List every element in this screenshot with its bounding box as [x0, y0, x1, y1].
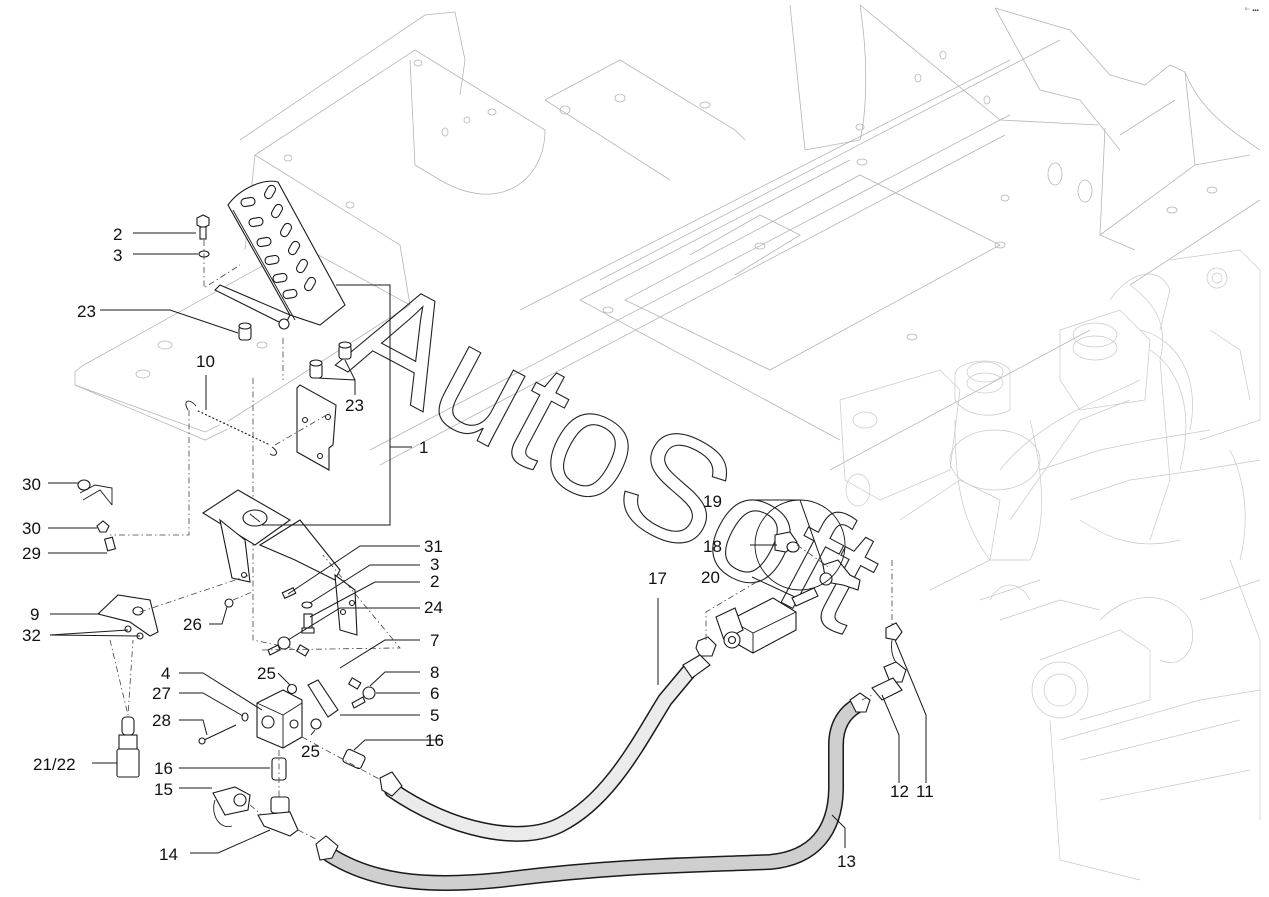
washer-lower: [301, 601, 313, 609]
nipple-20: [791, 587, 819, 607]
callout-27: 27: [152, 684, 171, 703]
callout-2: 2: [113, 225, 122, 244]
callout-24: 24: [424, 598, 443, 617]
callout-23: 23: [345, 396, 364, 415]
bolt-upper: [196, 214, 210, 229]
callout-28: 28: [152, 711, 171, 730]
pipe-fitting: [885, 622, 903, 641]
callout-30: 30: [22, 475, 41, 494]
callout-3: 3: [430, 555, 439, 574]
tee-fitting: [257, 796, 299, 837]
callout-2: 2: [430, 572, 439, 591]
nut-top: [77, 479, 91, 491]
accelerator-pedal: [77, 180, 401, 841]
callout-26: 26: [183, 615, 202, 634]
nut-block-side: [310, 718, 322, 730]
leader-lines: [48, 232, 927, 854]
ball-joint-lower: [362, 686, 376, 700]
valve-block: [256, 689, 303, 749]
mounting-plate: [296, 384, 337, 471]
rod-nut: [347, 677, 362, 690]
callout-31: 31: [424, 537, 443, 556]
callout-21-22: 21/22: [33, 755, 76, 774]
chassis-frame: [74, 4, 1261, 471]
callout-18: 18: [703, 537, 722, 556]
callout-8: 8: [430, 663, 439, 682]
callout-11: 11: [916, 782, 934, 801]
callout-30: 30: [22, 519, 41, 538]
callout-16: 16: [154, 759, 173, 778]
callout-4: 4: [161, 664, 170, 683]
bolt-bracket: [103, 536, 117, 552]
callout-15: 15: [154, 780, 173, 799]
bracket-group-leader: [262, 284, 391, 526]
hose-lower: [315, 692, 871, 891]
callout-6: 6: [430, 684, 439, 703]
clip-plate: [307, 679, 339, 718]
callout-23: 23: [77, 302, 96, 321]
callout-17: 17: [648, 569, 667, 588]
callout-32: 32: [22, 626, 41, 645]
callout-25: 25: [257, 664, 276, 683]
callout-labels: 2 3 23 10 23 1 30 30 29 31 3 2 24 9 32 2…: [22, 225, 934, 871]
watermark-text: AutoSoft: [320, 245, 907, 663]
linkage-rod: [267, 636, 376, 709]
callout-14: 14: [159, 845, 178, 864]
pedal-bracket: [201, 489, 358, 636]
pressure-switch: [116, 716, 140, 778]
callout-29: 29: [22, 544, 41, 563]
callout-10: 10: [196, 352, 215, 371]
callout-12: 12: [890, 782, 909, 801]
adapter-right: [342, 748, 366, 770]
watermark: AutoSoft: [319, 244, 907, 664]
corner-mark: ⁰⁻ ▪▪▪: [1245, 7, 1259, 14]
callout-5: 5: [430, 706, 439, 725]
callout-20: 20: [701, 568, 720, 587]
callout-1: 1: [419, 438, 428, 457]
callout-3: 3: [113, 246, 122, 265]
long-bolt: [201, 724, 237, 742]
o-ring: [241, 712, 249, 722]
nut-small: [224, 598, 234, 608]
callout-16: 16: [425, 731, 444, 750]
return-spring: [185, 400, 277, 456]
callout-9: 9: [30, 605, 39, 624]
pedal-treads: [240, 184, 317, 300]
bracket-nut-1: [124, 625, 132, 633]
callout-13: 13: [837, 852, 856, 871]
quick-coupler: [212, 786, 251, 828]
callout-7: 7: [430, 631, 439, 650]
banjo-fitting: [774, 531, 800, 553]
hose-upper: [379, 636, 717, 842]
sensor-bracket: [96, 594, 159, 637]
callout-25: 25: [301, 742, 320, 761]
elbow-fitting-upper: [819, 559, 861, 591]
engine: [839, 249, 1261, 881]
callout-19: 19: [703, 492, 722, 511]
nut-block-top: [286, 683, 298, 695]
elbow-fitting: [871, 661, 907, 701]
solenoid-valve: [715, 597, 797, 654]
nut-bottom: [96, 520, 110, 533]
